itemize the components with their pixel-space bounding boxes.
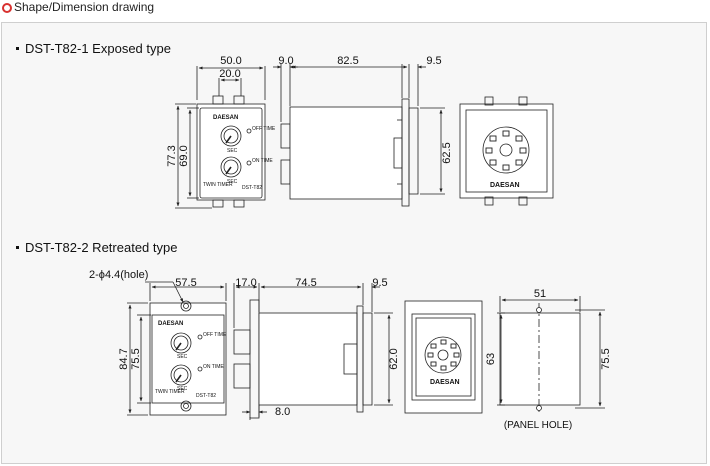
dim-label: 82.5 [337,55,358,67]
off-time-label: OFF TIME [252,126,276,132]
dim-label: 17.0 [235,277,256,289]
panel-hole-drawing [497,296,605,412]
dim-label: 9.5 [426,55,441,67]
twin-label: TWIN TIMER [155,389,185,395]
exposed-rear-view [459,96,554,206]
section-title-text: DST-T82-2 Retreated type [25,240,178,255]
hole-label: 2-ϕ4.4(hole) [89,269,148,281]
page-title: Shape/Dimension drawing [14,0,155,14]
dim-label: 63 [485,353,497,365]
dim-label: 9.0 [278,55,293,67]
model-label: DST-T82 [242,185,262,191]
retreated-front-view [149,300,227,416]
dim-label: 20.0 [219,68,240,80]
exposed-side-view [280,98,419,207]
off-time-label: OFF TIME [203,332,227,338]
dim-label: 74.5 [295,277,316,289]
section-title-retreated: DST-T82-2 Retreated type [16,240,177,255]
dim-label: 77.3 [166,145,178,166]
model-label: DST-T82 [196,393,216,399]
dim-label: 75.5 [600,348,612,369]
exposed-side-dims [273,64,445,195]
exposed-front-dims [175,66,266,209]
dial-label: SEC [177,354,188,360]
bullet-icon [2,3,12,13]
dim-label: 50.0 [220,55,241,67]
dim-label: 57.5 [175,277,196,289]
exposed-front-view [196,95,266,208]
section-header: Shape/Dimension drawing [0,0,710,20]
dim-label: 75.5 [130,348,142,369]
brand-label: DAESAN [213,115,238,121]
retreated-side-view [233,299,373,419]
twin-label: TWIN TIMER [203,182,233,188]
dim-label: 9.5 [372,277,387,289]
panel-hole-caption: (PANEL HOLE) [504,420,572,431]
retreated-side-dims [233,283,393,420]
dial-label: SEC [227,148,238,154]
dim-label: 62.5 [441,142,453,163]
dial-label: SEC [227,179,238,185]
dim-label: 84.7 [118,348,130,369]
section-title-exposed: DST-T82-1 Exposed type [16,41,171,56]
dim-label: 8.0 [275,406,290,418]
retreated-front-dims [127,281,227,416]
on-time-label: ON TIME [203,364,224,370]
dim-label: 51 [534,288,546,300]
dim-label: 62.0 [388,348,400,369]
retreated-rear-view [404,300,483,414]
on-time-label: ON TIME [252,158,273,164]
dim-label: 69.0 [178,145,190,166]
brand-label: DAESAN [158,321,183,327]
rear-brand-label: DAESAN [490,182,520,189]
rear-brand-label: DAESAN [430,379,460,386]
section-title-text: DST-T82-1 Exposed type [25,41,171,56]
dial-label: SEC [177,386,188,392]
